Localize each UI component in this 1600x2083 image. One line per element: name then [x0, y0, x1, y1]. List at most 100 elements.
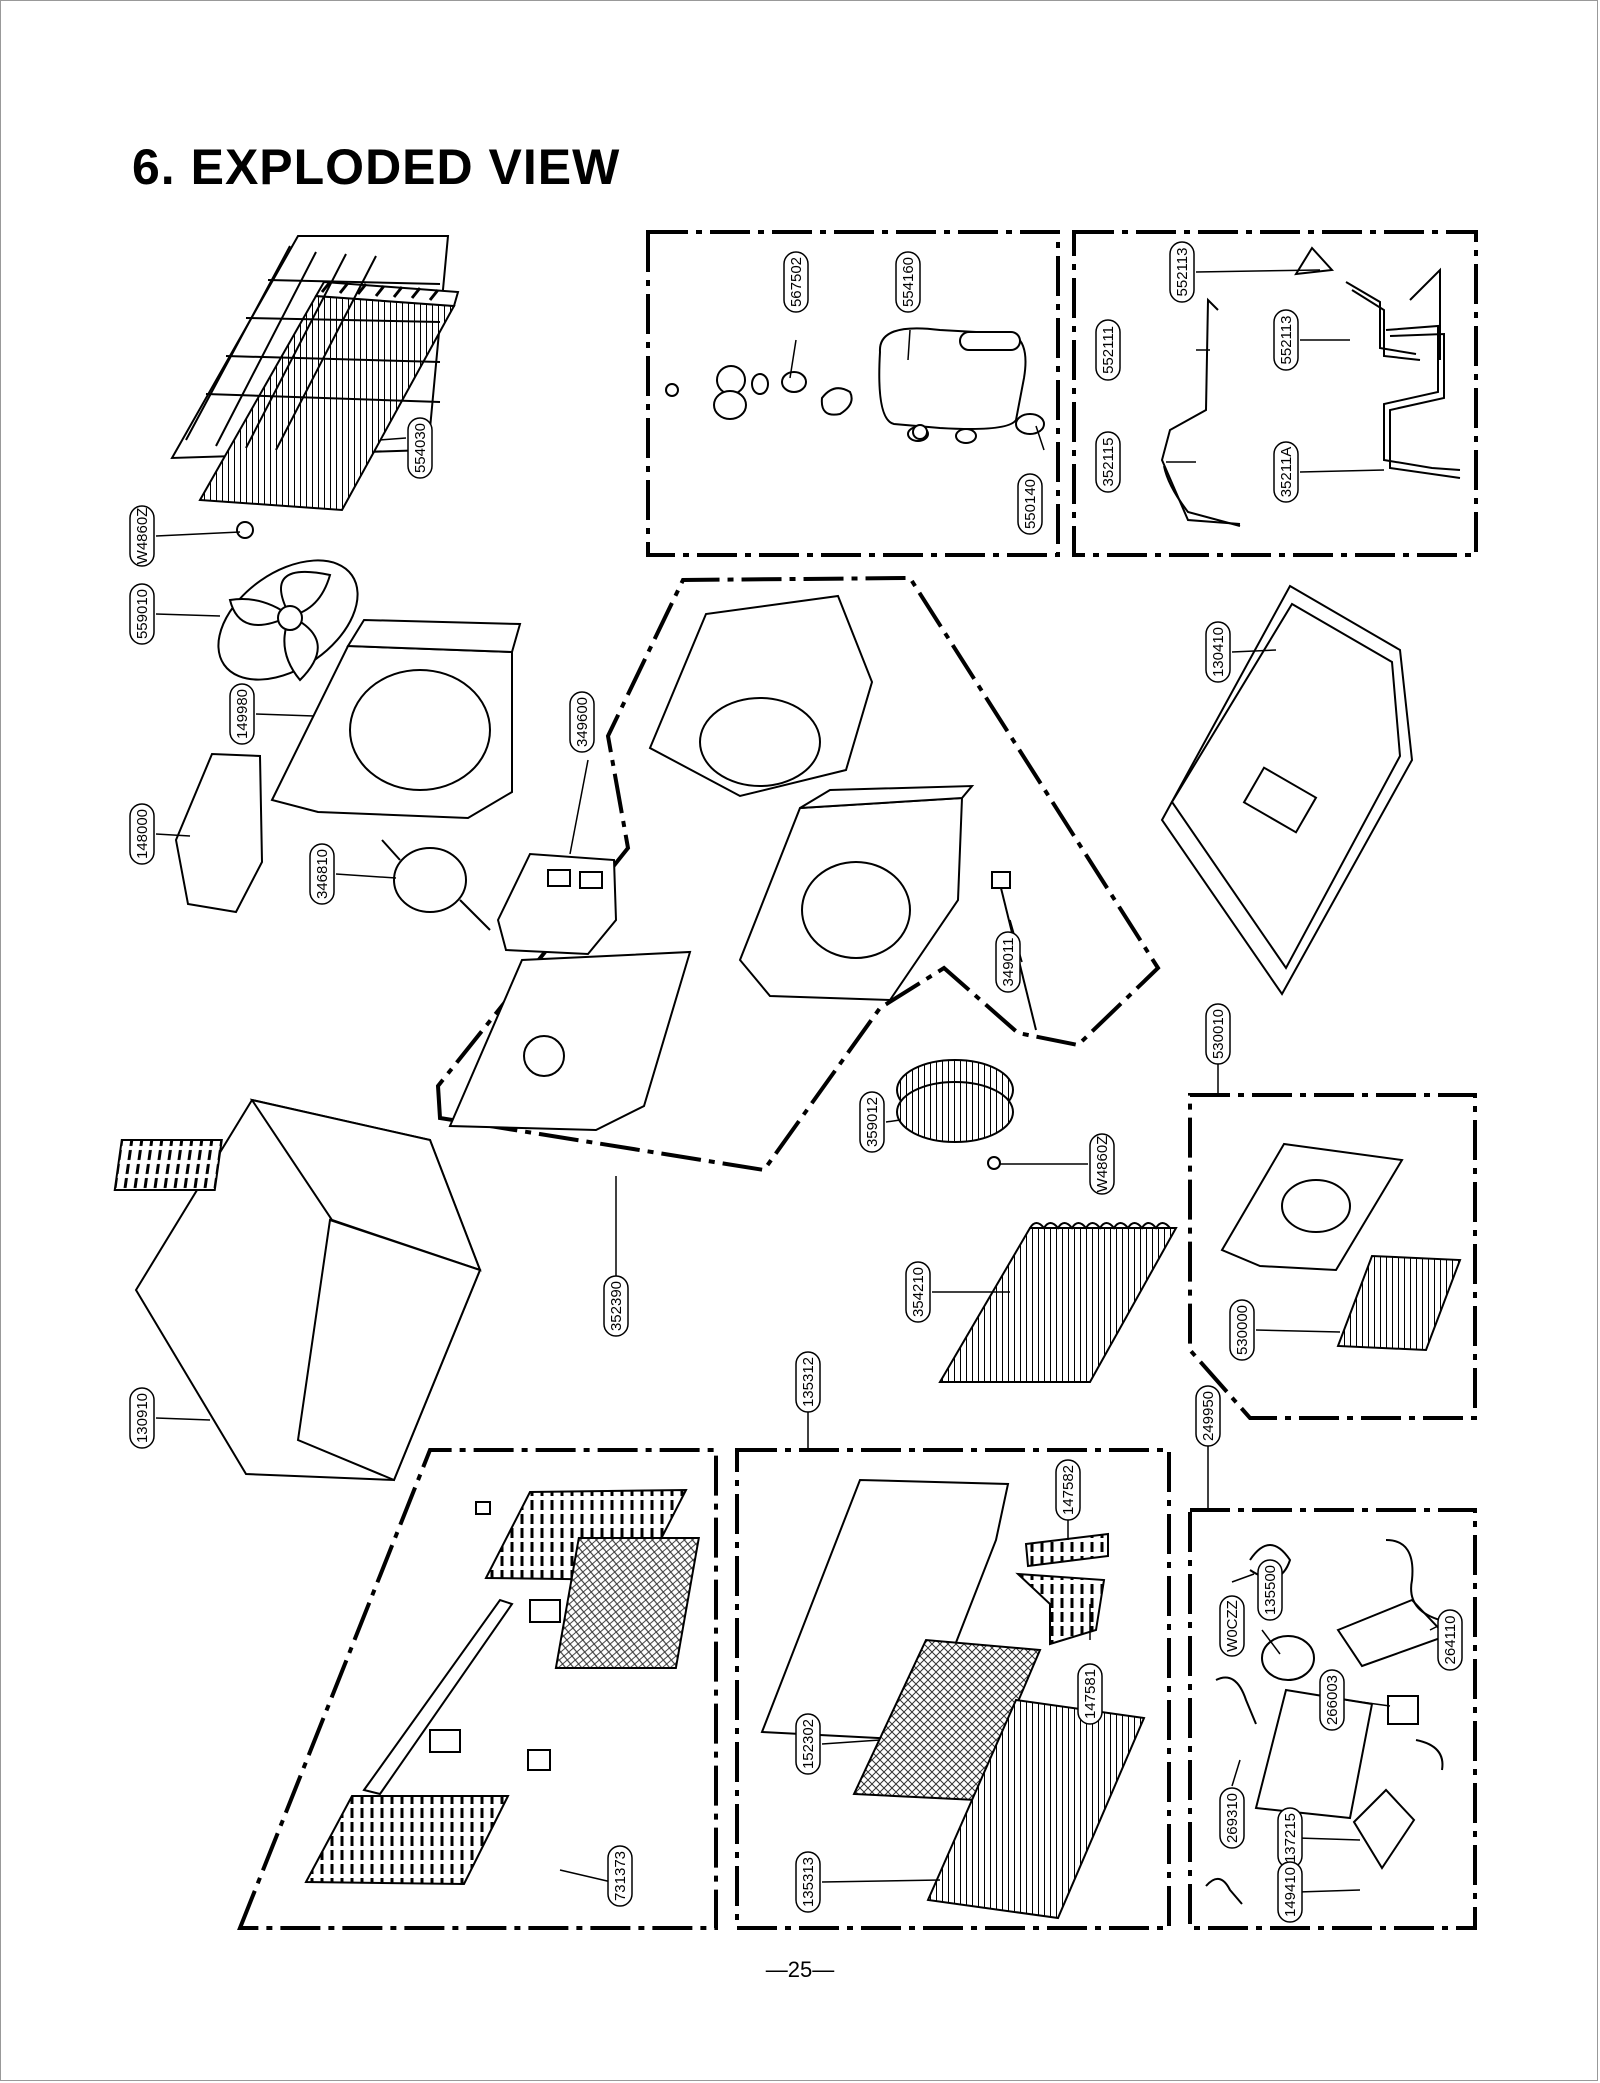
callout-W4860Z-bottom: W4860Z: [1089, 1133, 1115, 1195]
callout-269310: 269310: [1219, 1787, 1245, 1849]
callout-266003: 266003: [1319, 1669, 1345, 1731]
svg-text:152302: 152302: [800, 1719, 817, 1769]
callout-147582: 147582: [1055, 1459, 1081, 1521]
base-pan-inner: [448, 950, 692, 1132]
control-group-border: [1188, 1508, 1477, 1930]
svg-text:550140: 550140: [1022, 479, 1039, 529]
callout-149980: 149980: [229, 683, 255, 745]
compressor: [878, 327, 1045, 444]
louver-set: [1015, 1532, 1109, 1646]
callout-352115: 352115: [1095, 431, 1121, 493]
base-pan: [1160, 584, 1414, 996]
evaporator-coil: [938, 1222, 1178, 1383]
cabinet: [113, 1098, 482, 1482]
motor-bracket: [174, 752, 264, 914]
callout-530010: 530010: [1205, 1003, 1231, 1065]
callout-W0CZZ: W0CZZ: [1219, 1595, 1245, 1657]
svg-text:349600: 349600: [574, 697, 591, 747]
callout-135313: 135313: [795, 1851, 821, 1913]
svg-text:530000: 530000: [1234, 1305, 1251, 1355]
page-title: 6. EXPLODED VIEW: [132, 139, 621, 195]
callout-352113: 552113: [1273, 309, 1299, 371]
callout-35211A: 35211A: [1273, 441, 1299, 503]
front-grille: [554, 1478, 1010, 1742]
air-filter: [852, 1638, 1042, 1802]
svg-text:559010: 559010: [134, 589, 151, 639]
scroll-housing: [648, 594, 874, 798]
callout-149410: 149410: [1277, 1861, 1303, 1923]
callout-354210: 354210: [905, 1261, 931, 1323]
callout-135312: 135312: [795, 1351, 821, 1413]
svg-text:352390: 352390: [608, 1281, 625, 1331]
callout-349600: 349600: [569, 691, 595, 753]
callout-359012: 359012: [859, 1091, 885, 1153]
svg-text:135500: 135500: [1262, 1565, 1279, 1615]
svg-text:149410: 149410: [1282, 1867, 1299, 1917]
axial-fan: [217, 559, 359, 682]
svg-text:346810: 346810: [314, 849, 331, 899]
svg-text:731373: 731373: [612, 1851, 629, 1901]
svg-text:W4860Z: W4860Z: [134, 508, 151, 565]
callout-W4860Z-top: W4860Z: [129, 505, 155, 567]
callout-550140: 550140: [1017, 473, 1043, 535]
tubing: [1160, 246, 1461, 527]
callout-552111: 552111: [1095, 319, 1121, 381]
callout-130410: 130410: [1205, 621, 1231, 683]
heater-duct: [1220, 1142, 1404, 1272]
svg-text:269310: 269310: [1224, 1793, 1241, 1843]
condenser-coil: [170, 235, 460, 512]
svg-text:149980: 149980: [234, 689, 251, 739]
svg-text:567502: 567502: [788, 257, 805, 307]
svg-text:148000: 148000: [134, 809, 151, 859]
svg-text:352115: 352115: [1100, 438, 1117, 487]
svg-text:554160: 554160: [900, 257, 917, 307]
svg-text:359012: 359012: [864, 1097, 881, 1147]
svg-text:147581: 147581: [1082, 1669, 1099, 1719]
callout-559010: 559010: [129, 583, 155, 645]
side-rail: [362, 1598, 514, 1796]
front-grille-group-border: [735, 1448, 1171, 1930]
base-group-border: [435, 575, 1161, 1173]
svg-text:354210: 354210: [910, 1267, 927, 1317]
callout-135500: 135500: [1257, 1559, 1283, 1621]
callout-152302: 152302: [795, 1713, 821, 1775]
condenser-guard: [185, 245, 441, 451]
svg-text:135313: 135313: [800, 1857, 817, 1907]
tubing-group-border: [1072, 230, 1478, 557]
svg-text:554030: 554030: [412, 423, 429, 473]
svg-text:552113: 552113: [1174, 248, 1191, 297]
svg-text:147582: 147582: [1060, 1465, 1077, 1515]
callout-130910: 130910: [129, 1387, 155, 1449]
svg-text:130910: 130910: [134, 1393, 151, 1443]
compressor-fittings: [665, 365, 928, 440]
callout-147581: 147581: [1077, 1663, 1103, 1725]
svg-text:130410: 130410: [1210, 627, 1227, 677]
front-grille-panel: [926, 1698, 1146, 1920]
svg-text:264110: 264110: [1442, 1616, 1459, 1665]
svg-text:552111: 552111: [1100, 326, 1117, 374]
callout-552113-top: 552113: [1169, 241, 1195, 303]
callout-137215: 137215: [1277, 1807, 1303, 1869]
callout-346810: 346810: [309, 843, 335, 905]
front-frame-group-border: [237, 1448, 718, 1930]
svg-text:135312: 135312: [800, 1357, 817, 1407]
callout-554030: 554030: [407, 417, 433, 479]
callout-148000: 148000: [129, 803, 155, 865]
electric-heater-group-border: [1188, 1093, 1477, 1420]
callout-567502: 567502: [783, 251, 809, 313]
page-number: —25—: [765, 1957, 835, 1982]
svg-text:W4860Z: W4860Z: [1094, 1136, 1111, 1193]
callout-349011: 349011: [995, 931, 1021, 993]
svg-text:530010: 530010: [1210, 1009, 1227, 1059]
fan-nut: [236, 521, 254, 539]
accumulator: [959, 331, 1021, 351]
svg-text:266003: 266003: [1324, 1675, 1341, 1725]
callout-352390: 352390: [603, 1275, 629, 1337]
callout-249950: 249950: [1195, 1385, 1221, 1447]
svg-text:W0CZZ: W0CZZ: [1224, 1600, 1241, 1652]
group-borders: [237, 230, 1478, 1930]
shroud: [270, 618, 522, 820]
svg-text:35211A: 35211A: [1278, 447, 1295, 498]
